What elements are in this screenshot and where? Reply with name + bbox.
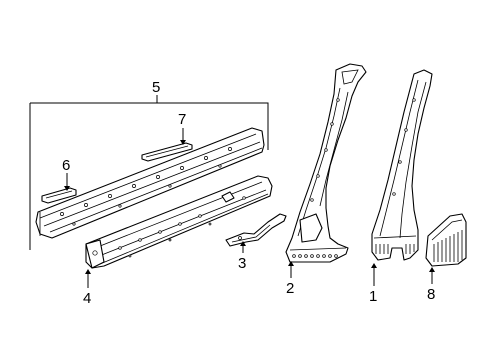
group-bracket-5 xyxy=(29,95,269,250)
callout-7: 7 xyxy=(178,111,186,128)
part-4-rocker-panel xyxy=(85,175,273,269)
callout-8: 8 xyxy=(427,286,435,303)
part-3-bracket xyxy=(225,213,287,247)
pillar-1-base-slots xyxy=(375,244,415,254)
leader-lines xyxy=(64,128,435,288)
callout-3: 3 xyxy=(238,255,246,272)
part-5-rocker-reinforcement xyxy=(35,127,265,239)
callout-5: 5 xyxy=(152,79,160,96)
callout-2: 2 xyxy=(286,280,294,297)
pillar-2-base-slots xyxy=(292,254,338,258)
callout-6: 6 xyxy=(62,157,70,174)
callout-1: 1 xyxy=(369,288,377,305)
part-8-lower-panel xyxy=(425,213,467,267)
part-6-bracket xyxy=(41,187,77,204)
callout-4: 4 xyxy=(83,290,91,307)
part-7-plate xyxy=(141,142,193,162)
part-1-center-pillar xyxy=(371,69,433,261)
part-2-pillar xyxy=(285,63,367,263)
panel-8-ribs xyxy=(433,230,463,262)
